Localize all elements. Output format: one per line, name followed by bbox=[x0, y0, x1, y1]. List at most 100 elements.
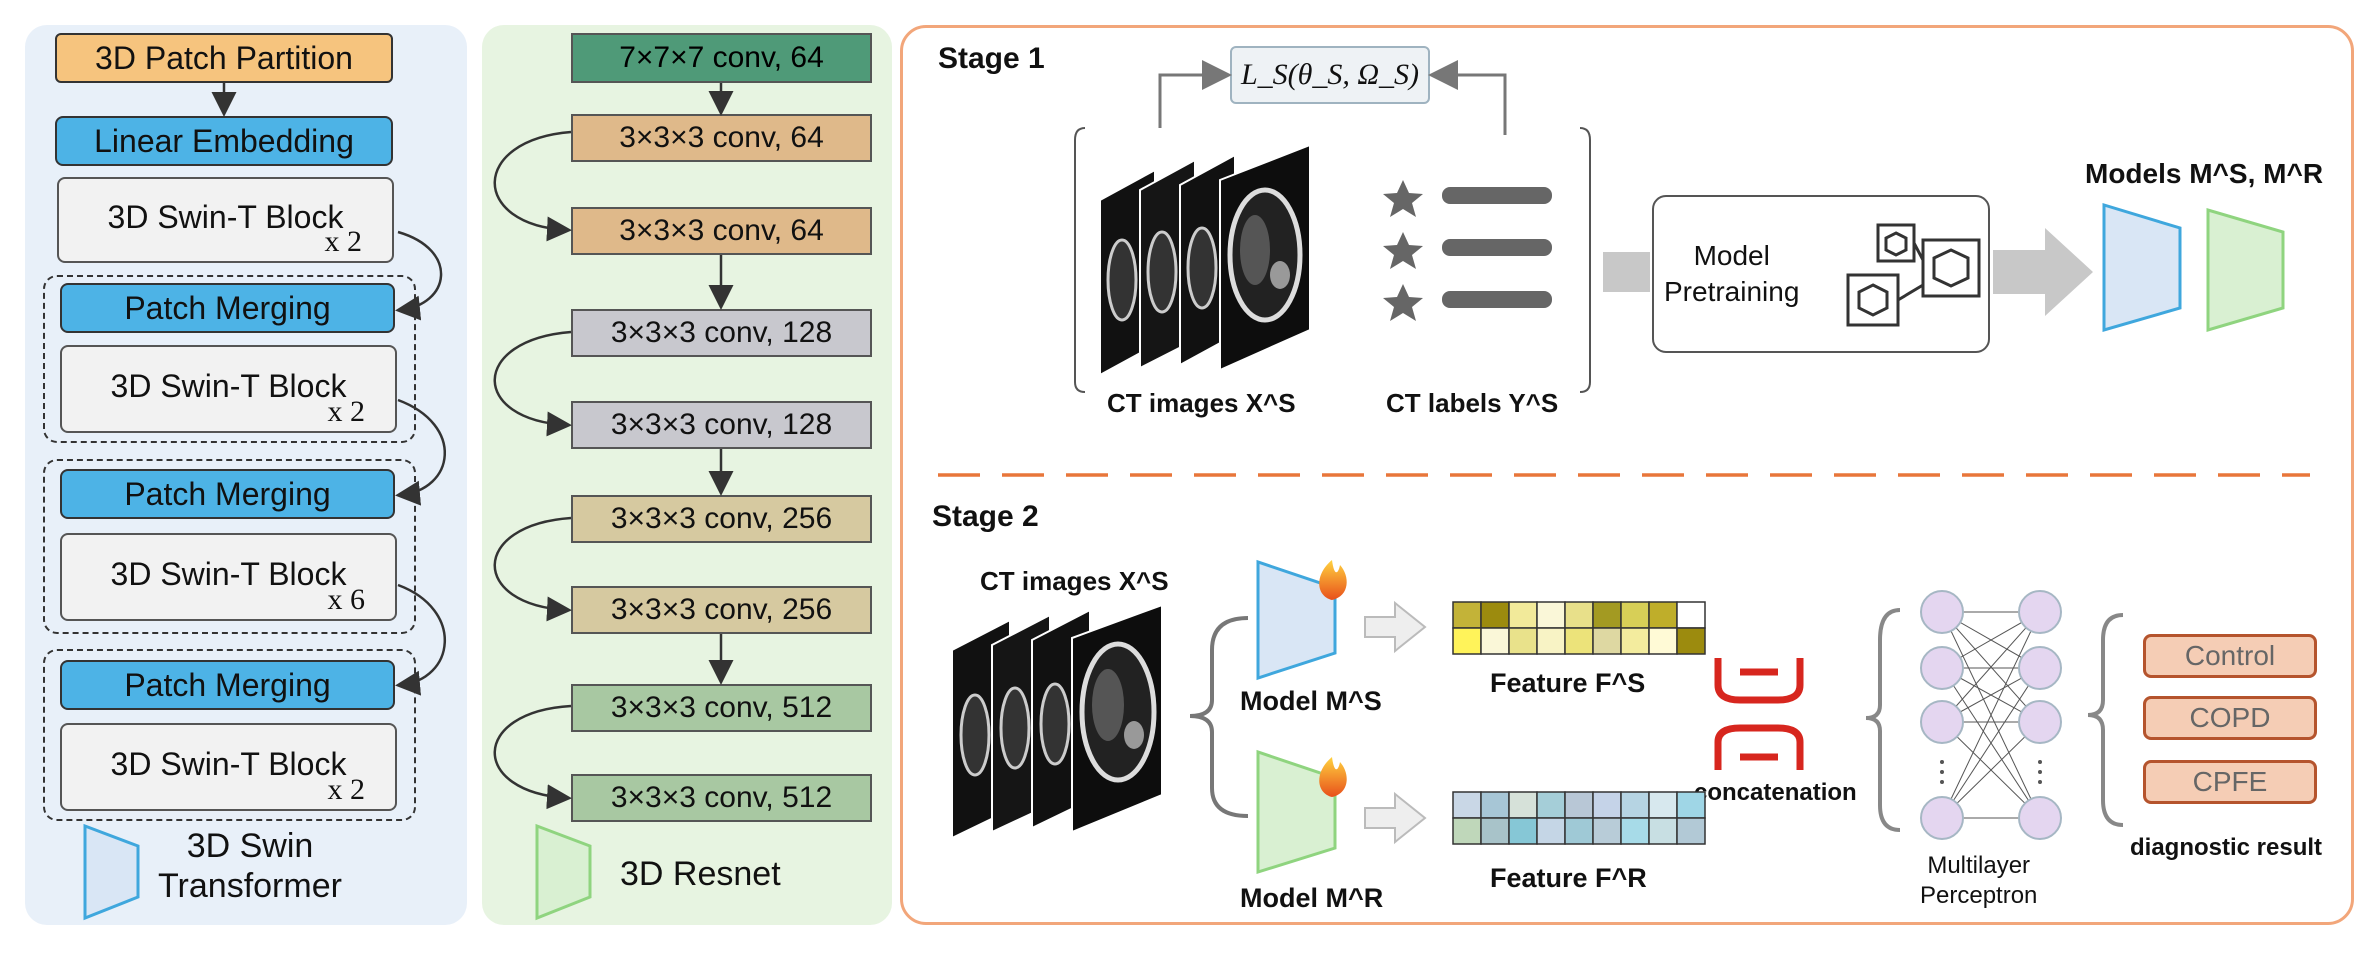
arrow-skip-2 bbox=[395, 398, 446, 506]
stage2-title: Stage 2 bbox=[932, 500, 1039, 533]
resnet-layer-5-label: 3×3×3 conv, 256 bbox=[610, 502, 833, 535]
resnet-legend-label: 3D Resnet bbox=[620, 855, 781, 893]
swin-block-2-label: 3D Swin-T Block bbox=[110, 367, 347, 404]
concatenation-icon bbox=[1714, 658, 1804, 770]
arrow-to-feature-r bbox=[1364, 791, 1427, 845]
patch-merging-2: Patch Merging bbox=[60, 469, 395, 519]
swin-block-1: 3D Swin-T Block x 2 bbox=[57, 177, 394, 263]
stage-group-3 bbox=[43, 649, 416, 821]
mlp-label: Multilayer Perceptron bbox=[1920, 851, 2037, 911]
patch-merging-3-label: Patch Merging bbox=[124, 666, 331, 703]
resnet-layer-7: 3×3×3 conv, 512 bbox=[571, 684, 872, 732]
swin-block-4-label: 3D Swin-T Block bbox=[110, 745, 347, 782]
feature-r-label: Feature F^R bbox=[1490, 863, 1647, 893]
mlp-label-2: Perceptron bbox=[1920, 882, 2038, 909]
swin-legend-icon bbox=[83, 823, 140, 921]
stage-group-1 bbox=[43, 275, 416, 443]
swin-block-3-label: 3D Swin-T Block bbox=[110, 555, 347, 592]
model-s-icon bbox=[2102, 202, 2182, 332]
swin-legend-text: 3D Swin Transformer bbox=[158, 827, 342, 905]
models-label: Models M^S, M^R bbox=[2085, 158, 2324, 189]
swin-block-1-mult: x 2 bbox=[324, 225, 363, 258]
loss-box: L_S(θ_S, Ω_S) bbox=[1230, 46, 1430, 104]
mlp-left-brace bbox=[1865, 608, 1901, 832]
pretraining-label-1: Model bbox=[1693, 240, 1770, 271]
linear-embedding-box: Linear Embedding bbox=[55, 116, 393, 166]
mlp-right-brace bbox=[2087, 613, 2124, 827]
res-skip-2 bbox=[493, 330, 572, 437]
resnet-legend-icon bbox=[535, 823, 592, 921]
resnet-layer-8: 3×3×3 conv, 512 bbox=[571, 774, 872, 822]
swin-block-2-mult: x 2 bbox=[327, 395, 366, 428]
pretraining-label-2: Pretraining bbox=[1664, 276, 1800, 307]
swin-block-1-label: 3D Swin-T Block bbox=[107, 198, 344, 235]
flame-icon-s bbox=[1319, 560, 1347, 600]
label-list-icon bbox=[1383, 180, 1552, 321]
stage2-model-r-icon bbox=[1256, 749, 1337, 875]
patch-merging-1-label: Patch Merging bbox=[124, 289, 331, 326]
swin-block-3: 3D Swin-T Block x 6 bbox=[60, 533, 397, 621]
swin-block-2: 3D Swin-T Block x 2 bbox=[60, 345, 397, 433]
resnet-layer-3: 3×3×3 conv, 128 bbox=[571, 309, 872, 357]
resnet-layer-5: 3×3×3 conv, 256 bbox=[571, 495, 872, 543]
output-cpfe: CPFE bbox=[2143, 760, 2317, 804]
mlp-label-1: Multilayer bbox=[1927, 852, 2031, 879]
stage2-model-s-icon bbox=[1256, 559, 1337, 681]
stage2-ct-stack bbox=[951, 603, 1163, 840]
stage1-right-bracket bbox=[1579, 127, 1591, 393]
model-brace bbox=[1189, 616, 1249, 818]
res-skip-4 bbox=[493, 704, 572, 810]
arrow-to-pretraining bbox=[1603, 252, 1650, 292]
stage1-left-bracket bbox=[1074, 127, 1086, 393]
patch-partition-label: 3D Patch Partition bbox=[95, 39, 353, 76]
arrow-labels-loss bbox=[1428, 60, 1507, 135]
feature-s-grid bbox=[1452, 601, 1706, 655]
resnet-layer-4-label: 3×3×3 conv, 128 bbox=[610, 408, 833, 441]
patch-merging-1: Patch Merging bbox=[60, 283, 395, 333]
patch-merging-3: Patch Merging bbox=[60, 660, 395, 710]
output-control-label: Control bbox=[2184, 640, 2276, 671]
model-s-label: Model M^S bbox=[1240, 686, 1382, 716]
swin-legend-label: 3D Swin Transformer bbox=[150, 826, 350, 906]
stage1-ct-images-label: CT images X^S bbox=[1107, 388, 1296, 418]
resnet-layer-1-label: 3×3×3 conv, 64 bbox=[619, 121, 824, 154]
stage-group-2 bbox=[43, 459, 416, 634]
arrow-skip-1 bbox=[395, 230, 443, 321]
arrow-to-feature-s bbox=[1364, 600, 1427, 654]
res-skip-3 bbox=[493, 516, 572, 622]
resnet-layer-7-label: 3×3×3 conv, 512 bbox=[610, 691, 833, 724]
output-copd-label: COPD bbox=[2189, 702, 2271, 733]
loss-label: L_S(θ_S, Ω_S) bbox=[1240, 58, 1420, 91]
feature-r-grid bbox=[1452, 791, 1706, 845]
swin-block-4-mult: x 2 bbox=[327, 773, 366, 806]
resnet-layer-0-label: 7×7×7 conv, 64 bbox=[619, 41, 824, 74]
stage2-ct-images-label: CT images X^S bbox=[980, 566, 1169, 596]
swin-block-3-mult: x 6 bbox=[327, 583, 366, 616]
model-r-icon bbox=[2206, 207, 2285, 333]
resnet-layer-2: 3×3×3 conv, 64 bbox=[571, 207, 872, 255]
resnet-layer-4: 3×3×3 conv, 128 bbox=[571, 401, 872, 449]
patch-merging-2-label: Patch Merging bbox=[124, 475, 331, 512]
patch-partition-box: 3D Patch Partition bbox=[55, 33, 393, 83]
resnet-layer-0: 7×7×7 conv, 64 bbox=[571, 33, 872, 83]
resnet-layer-3-label: 3×3×3 conv, 128 bbox=[610, 316, 833, 349]
swin-block-4: 3D Swin-T Block x 2 bbox=[60, 723, 397, 811]
linear-embedding-label: Linear Embedding bbox=[94, 122, 354, 159]
stages-panel bbox=[900, 25, 2354, 925]
output-cpfe-label: CPFE bbox=[2192, 766, 2268, 797]
pretraining-cube-icon bbox=[1846, 223, 1981, 327]
concatenation-label: concatenation bbox=[1694, 779, 1857, 806]
arrow-skip-3 bbox=[395, 583, 446, 696]
stage1-ct-labels-label: CT labels Y^S bbox=[1386, 388, 1559, 418]
res-skip-1 bbox=[493, 130, 572, 242]
output-control: Control bbox=[2143, 634, 2317, 678]
resnet-layer-8-label: 3×3×3 conv, 512 bbox=[610, 781, 833, 814]
diagnostic-result-label: diagnostic result bbox=[2130, 834, 2323, 861]
stage1-title: Stage 1 bbox=[938, 42, 1045, 75]
resnet-layer-2-label: 3×3×3 conv, 64 bbox=[619, 214, 824, 247]
mlp-network-icon bbox=[1920, 590, 2062, 840]
flame-icon-r bbox=[1319, 757, 1347, 797]
resnet-layer-6-label: 3×3×3 conv, 256 bbox=[610, 593, 833, 626]
stage1-ct-stack bbox=[1099, 143, 1311, 377]
